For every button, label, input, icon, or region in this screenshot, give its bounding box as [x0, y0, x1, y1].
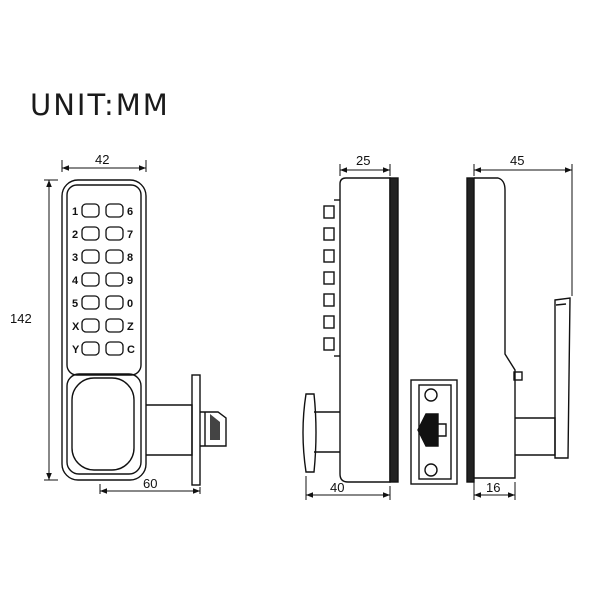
rear-spindle — [515, 417, 556, 456]
front-body-outline — [61, 179, 147, 481]
rear-plate — [466, 177, 475, 483]
dim-front-height: 142 — [10, 311, 32, 326]
rear-dimensions — [473, 164, 573, 500]
front-view — [61, 179, 227, 486]
unit-label: UNIT:MM — [30, 88, 170, 122]
key-label: Z — [127, 321, 134, 333]
side-body — [339, 177, 391, 483]
side-dimensions — [305, 164, 391, 500]
dim-rear-bottom: 16 — [486, 480, 500, 495]
key-label: 0 — [127, 298, 133, 310]
key-label: 9 — [127, 275, 133, 287]
rear-tab — [513, 371, 523, 381]
key-label: Y — [72, 344, 80, 356]
dim-side-depth: 25 — [356, 153, 370, 168]
key-label: C — [127, 344, 135, 356]
keypad-labels-right: 6 7 8 9 0 Z C — [127, 206, 135, 356]
key-label: 1 — [72, 206, 78, 218]
front-keypad-buttons — [81, 203, 124, 356]
dim-rear-depth: 45 — [510, 153, 524, 168]
front-spindle — [146, 404, 193, 456]
key-label: 4 — [72, 275, 79, 287]
front-latch — [200, 411, 227, 447]
side-knob — [302, 393, 317, 473]
key-label: X — [72, 321, 80, 333]
key-label: 2 — [72, 229, 78, 241]
rear-body — [474, 177, 516, 479]
side-back-plate — [389, 177, 399, 483]
front-knob-outline — [71, 377, 135, 471]
key-label: 3 — [72, 252, 78, 264]
front-lower-housing — [66, 373, 142, 475]
key-label: 6 — [127, 206, 133, 218]
key-label: 8 — [127, 252, 133, 264]
side-view — [302, 177, 399, 483]
dim-spindle-length: 60 — [143, 476, 157, 491]
key-label: 7 — [127, 229, 133, 241]
front-mount-plate — [191, 374, 201, 486]
dim-front-width: 42 — [95, 152, 109, 167]
keypad-labels-left: 1 2 3 4 5 X Y — [72, 206, 80, 356]
dim-side-handle-depth: 40 — [330, 480, 344, 495]
front-dimensions — [44, 160, 201, 494]
rear-view — [466, 177, 571, 483]
key-label: 5 — [72, 298, 78, 310]
front-keypad-panel — [66, 184, 142, 376]
front-latch-shade — [210, 414, 220, 440]
rear-lever — [554, 297, 571, 459]
strike-plate — [410, 379, 458, 485]
strike-outer — [410, 379, 458, 485]
